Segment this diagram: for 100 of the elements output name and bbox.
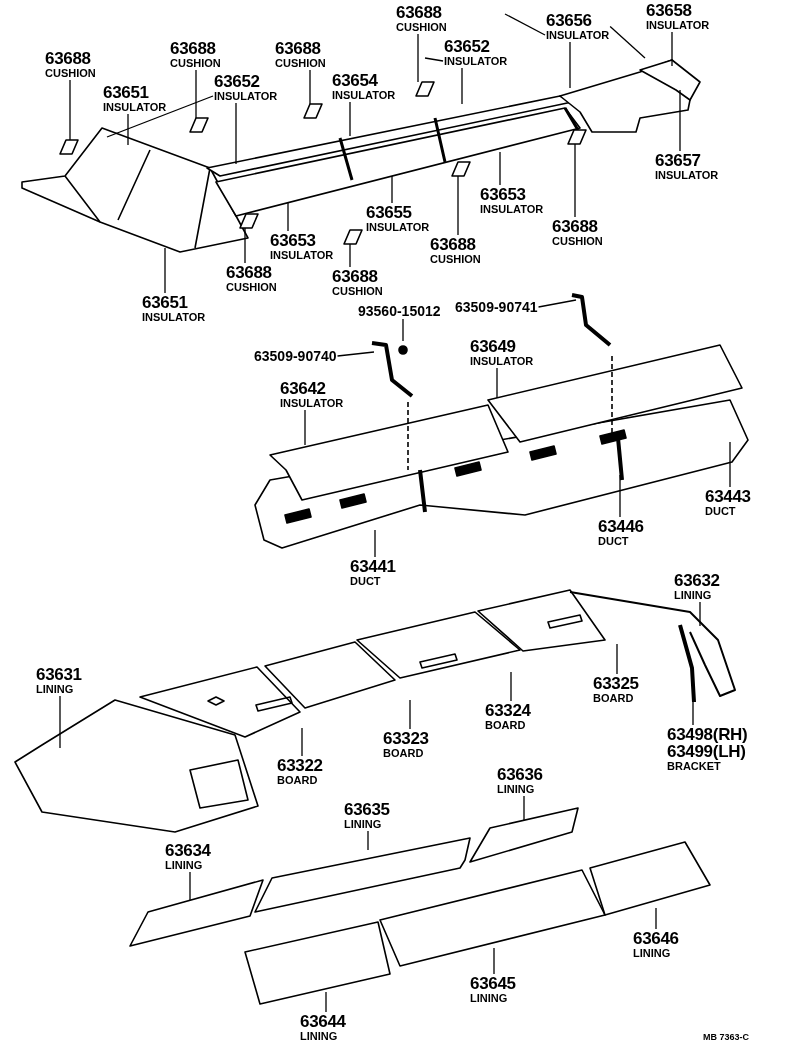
leader-line: [106, 95, 214, 138]
part-number: 63656: [546, 12, 593, 29]
leader-line: [461, 67, 463, 105]
part-number: 63651: [103, 84, 150, 101]
part-number: 63631: [36, 666, 82, 683]
part-number: 63653: [270, 232, 317, 249]
part-number: 63645: [470, 975, 516, 992]
leader-line: [510, 671, 512, 702]
part-number: 63498(RH): [667, 726, 748, 743]
cushion-pad: [303, 103, 323, 119]
part-number: 63657: [655, 152, 702, 169]
part-number: 63446: [598, 518, 644, 535]
leader-line: [69, 79, 71, 141]
leader-line: [457, 175, 459, 236]
part-number: 63688: [430, 236, 477, 253]
part-name: INSULATOR: [366, 222, 430, 233]
part-name: CUSHION: [430, 254, 481, 265]
part-name: INSULATOR: [142, 312, 206, 323]
part-name: INSULATOR: [280, 398, 344, 409]
leader-line: [655, 907, 657, 930]
part-number: 63651: [142, 294, 189, 311]
part-number: 63499(LH): [667, 743, 746, 760]
part-number: 63658: [646, 2, 693, 19]
part-name: INSULATOR: [444, 56, 508, 67]
leader-line: [729, 441, 731, 488]
part-number: 63644: [300, 1013, 346, 1030]
leader-line: [402, 318, 404, 342]
leader-line: [349, 101, 351, 137]
cushion-pad: [567, 129, 587, 145]
part-name: BOARD: [277, 775, 319, 786]
part-number: 63634: [165, 842, 211, 859]
part-name: INSULATOR: [103, 102, 167, 113]
part-name: LINING: [497, 784, 536, 795]
part-name: LINING: [470, 993, 509, 1004]
part-name: CUSHION: [170, 58, 221, 69]
leader-line: [301, 727, 303, 757]
leader-line: [336, 351, 375, 357]
part-number: 63642: [280, 380, 327, 397]
part-number: 63324: [485, 702, 531, 719]
leader-line: [417, 33, 419, 83]
leader-line: [504, 13, 546, 36]
leader-line: [537, 299, 577, 308]
leader-line: [496, 367, 498, 399]
leader-line: [391, 175, 393, 204]
part-number: 63632: [674, 572, 720, 589]
part-number: 63509-90740: [254, 349, 337, 363]
leader-line: [692, 701, 694, 726]
part-number: 63688: [396, 4, 443, 21]
leader-line: [671, 31, 673, 67]
part-name: LINING: [344, 819, 383, 830]
part-name: INSULATOR: [646, 20, 710, 31]
part-number: 63653: [480, 186, 527, 203]
leader-line: [244, 227, 246, 264]
leader-line: [127, 113, 129, 146]
drawing-number: MB 7363-C: [703, 1032, 749, 1042]
leader-line: [349, 243, 351, 268]
leader-line: [619, 474, 621, 518]
leader-line: [679, 89, 681, 152]
leader-line: [499, 151, 501, 186]
part-name: BOARD: [593, 693, 635, 704]
leader-line: [616, 643, 618, 675]
part-name: INSULATOR: [480, 204, 544, 215]
part-name: LINING: [165, 860, 204, 871]
part-number: 63441: [350, 558, 396, 575]
part-name: CUSHION: [226, 282, 277, 293]
cushion-pad: [189, 117, 209, 133]
part-name: DUCT: [598, 536, 630, 547]
part-number: 63322: [277, 757, 323, 774]
leader-line: [304, 409, 306, 446]
part-name: LINING: [633, 948, 672, 959]
part-number: 63688: [552, 218, 599, 235]
part-name: CUSHION: [396, 22, 447, 33]
leader-line: [523, 795, 525, 821]
leader-line: [409, 699, 411, 730]
leader-line: [367, 830, 369, 851]
leader-line: [574, 143, 576, 218]
leader-line: [569, 41, 571, 89]
part-name: LINING: [36, 684, 75, 695]
cushion-pad: [451, 161, 471, 177]
part-name: BRACKET: [667, 761, 722, 772]
part-name: BOARD: [485, 720, 527, 731]
leader-line: [424, 57, 444, 62]
leader-line: [325, 991, 327, 1013]
leader-line: [609, 25, 646, 59]
part-number: 63655: [366, 204, 413, 221]
part-number: 63688: [170, 40, 217, 57]
part-name: LINING: [674, 590, 713, 601]
part-number: 63323: [383, 730, 429, 747]
part-name: INSULATOR: [214, 91, 278, 102]
part-number: 63649: [470, 338, 517, 355]
leader-line: [287, 201, 289, 232]
part-name: DUCT: [705, 506, 737, 517]
cushion-pad: [59, 139, 79, 155]
part-number: 63646: [633, 930, 679, 947]
leader-line: [699, 601, 701, 627]
part-number: 63509-90741: [455, 300, 538, 314]
part-number: 63688: [45, 50, 92, 67]
leader-line: [164, 247, 166, 294]
leader-line: [59, 695, 61, 749]
part-name: CUSHION: [552, 236, 603, 247]
